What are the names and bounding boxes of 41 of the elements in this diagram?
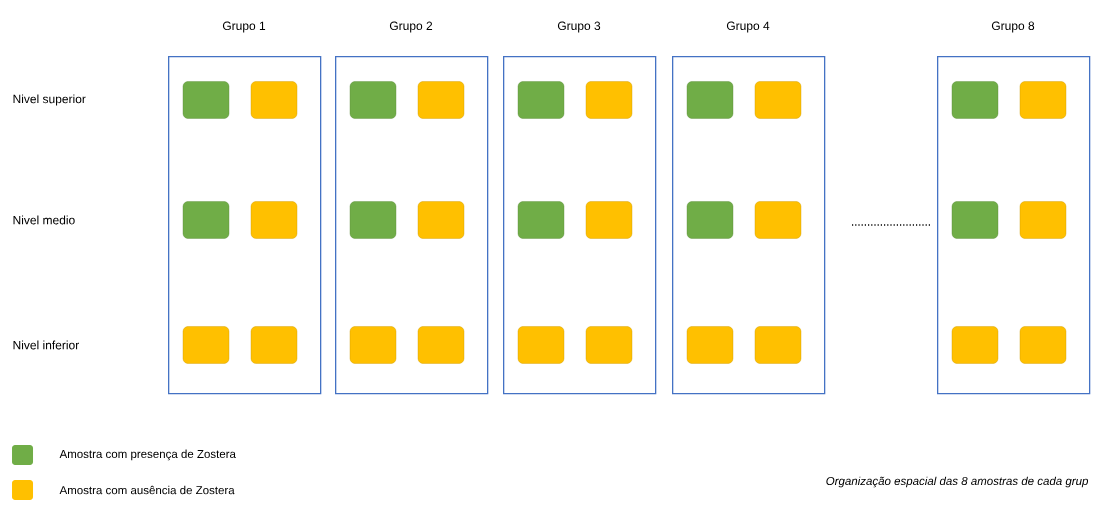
sample-square: [585, 201, 633, 239]
sample-square: [417, 201, 465, 239]
sample-square: [182, 326, 230, 364]
sample-square: [517, 81, 565, 119]
caption: Organização espacial das 8 amostras de cada grup: [826, 476, 1089, 488]
row-label: Nivel inferior: [13, 340, 79, 350]
sample-square: [250, 81, 298, 119]
sample-square: [585, 326, 633, 364]
sample-square: [585, 81, 633, 119]
group-heading: Grupo 3: [557, 21, 601, 33]
sample-square: [686, 81, 734, 119]
sample-square: [417, 326, 465, 364]
sample-square: [686, 201, 734, 239]
sample-square: [517, 201, 565, 239]
group-heading: Grupo 2: [389, 21, 433, 33]
sample-square: [349, 201, 397, 239]
sample-square: [951, 81, 999, 119]
sample-square: [250, 201, 298, 239]
sample-square: [517, 326, 565, 364]
sample-square: [686, 326, 734, 364]
sample-square: [754, 201, 802, 239]
group-heading: Grupo 4: [726, 21, 770, 33]
legend-text: Amostra com presença de Zostera: [59, 449, 236, 461]
row-label: Nivel medio: [13, 215, 75, 225]
group-heading: Grupo 8: [991, 21, 1035, 33]
sample-square: [182, 81, 230, 119]
sample-square: [1019, 81, 1067, 119]
sample-square: [349, 326, 397, 364]
sample-square: [250, 326, 298, 364]
row-label: Nivel superior: [13, 94, 86, 106]
sample-square: [754, 81, 802, 119]
sample-square: [182, 201, 230, 239]
sample-square: [951, 326, 999, 364]
group-heading: Grupo 1: [222, 21, 266, 33]
legend-text: Amostra com ausência de Zostera: [59, 485, 235, 495]
sample-square: [754, 326, 802, 364]
sample-square: [417, 81, 465, 119]
sample-square: [1019, 326, 1067, 364]
sample-square: [1019, 201, 1067, 239]
sample-square: [951, 201, 999, 239]
sample-square: [349, 81, 397, 119]
